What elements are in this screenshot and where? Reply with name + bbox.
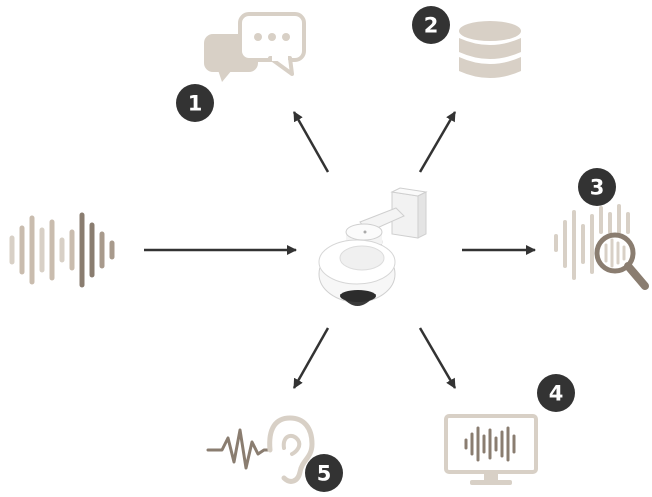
svg-text:3: 3: [590, 176, 605, 200]
svg-text:1: 1: [188, 92, 203, 116]
output-badge-5: 5: [305, 454, 343, 492]
svg-text:2: 2: [424, 14, 439, 38]
monitor-waveform-icon: [444, 414, 538, 485]
output-badge-4: 4: [537, 374, 575, 412]
output-badge-2: 2: [412, 6, 450, 44]
arrow-to-2: [418, 111, 457, 173]
output-badge-1: 1: [176, 84, 214, 122]
audio-camera-device-icon: [318, 187, 428, 306]
arrow-to-5: [292, 327, 330, 389]
svg-text:4: 4: [549, 382, 564, 406]
arrows: [144, 111, 536, 389]
arrow-to-4: [418, 327, 457, 389]
output-badge-3: 3: [578, 168, 616, 206]
arrow-to-1: [292, 111, 330, 173]
database-icon: [459, 21, 521, 78]
sound-wave-icon: [9, 212, 115, 288]
sound-analysis-magnifier-icon: [554, 204, 649, 290]
chat-bubbles-icon: [204, 12, 306, 82]
svg-text:5: 5: [317, 462, 332, 486]
ear-listening-icon: [206, 415, 315, 484]
